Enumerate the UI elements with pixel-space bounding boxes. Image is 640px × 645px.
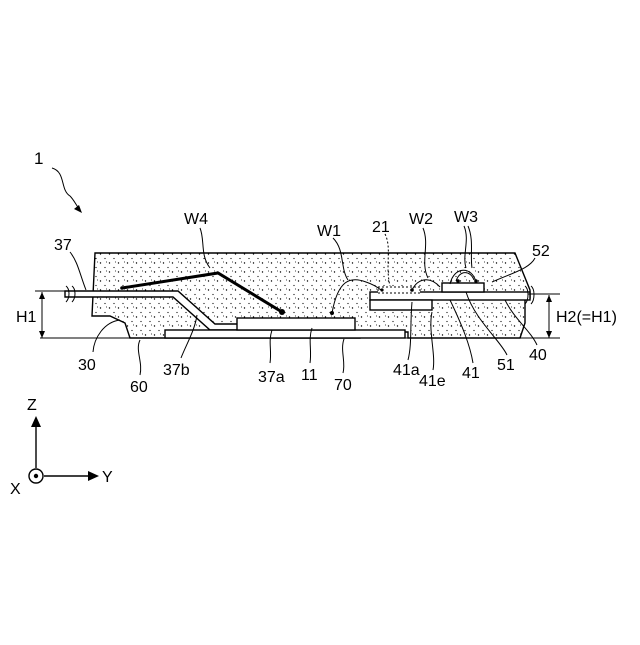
w2-bond-point [410,288,414,292]
label-21: 21 [372,219,390,236]
z-axis-arrowhead [31,416,41,427]
label-11: 11 [301,367,318,384]
chip21-bond-point [380,288,383,291]
label-h2: H2(=H1) [556,309,617,326]
leader-1 [52,168,80,210]
label-w2: W2 [409,211,433,228]
label-w4: W4 [184,211,208,228]
die-pad-37a [165,330,405,338]
label-37a: 37a [258,369,285,386]
leader-1-arrow [74,205,82,213]
h2-arrow-bottom [546,331,552,338]
label-70: 70 [334,377,352,394]
label-60: 60 [130,379,148,396]
label-w1: W1 [317,223,341,240]
leader-70 [343,339,344,373]
axis-label-z: Z [27,397,37,414]
label-w3: W3 [454,209,478,226]
label-device-1: 1 [34,149,43,168]
w4-bond-point-lead [120,286,124,290]
lead-frame-40-tail-2 [531,286,534,304]
w3-bond-point [456,279,460,283]
w1-bond-point [330,311,334,315]
label-37: 37 [54,237,72,254]
label-h1: H1 [16,309,37,326]
component-51 [442,283,484,292]
label-40: 40 [529,347,547,364]
label-41a: 41a [393,362,420,379]
w3-bond-point-2 [474,279,478,283]
leader-37 [70,252,86,290]
x-axis-dot [34,474,38,478]
label-52: 52 [532,243,550,260]
leader-30 [93,320,120,352]
axis-label-y: Y [102,469,113,486]
label-41: 41 [462,365,480,382]
h1-arrow-top [39,292,45,299]
lead-41-block [370,300,432,310]
semiconductor-chip-11 [237,318,355,330]
leader-60 [138,340,140,375]
axis-label-x: X [10,481,21,498]
label-41e: 41e [419,373,446,390]
h1-arrow-bottom [39,331,45,338]
label-30: 30 [78,357,96,374]
w4-bond-point [279,309,285,315]
y-axis-arrowhead [88,471,99,481]
label-51: 51 [497,357,515,374]
label-37b: 37b [163,362,190,379]
h2-arrow-top [546,295,552,302]
